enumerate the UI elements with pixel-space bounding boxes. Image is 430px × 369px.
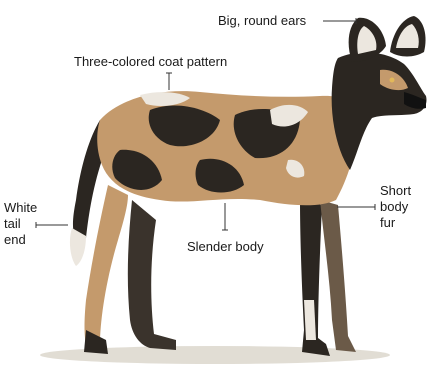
label-fur-line1: Short bbox=[380, 183, 411, 199]
front-legs bbox=[300, 200, 356, 356]
eye bbox=[390, 78, 395, 83]
leader-tail bbox=[36, 222, 68, 228]
label-tail-group: White tail end bbox=[4, 200, 37, 248]
label-tail-line1: White bbox=[4, 200, 37, 216]
label-fur-group: Short body fur bbox=[380, 183, 411, 231]
body bbox=[97, 91, 357, 205]
label-slender-body: Slender body bbox=[187, 239, 264, 255]
label-tail-line2: tail bbox=[4, 216, 37, 232]
label-coat-pattern: Three-colored coat pattern bbox=[74, 54, 227, 70]
label-ears: Big, round ears bbox=[218, 13, 306, 29]
label-fur-line3: fur bbox=[380, 215, 411, 231]
hind-legs bbox=[84, 185, 176, 354]
head bbox=[332, 52, 427, 170]
leader-ears bbox=[323, 18, 356, 24]
leader-coat bbox=[166, 73, 172, 90]
label-fur-line2: body bbox=[380, 199, 411, 215]
leader-fur bbox=[337, 204, 375, 210]
leader-body bbox=[222, 203, 228, 230]
label-tail-line3: end bbox=[4, 232, 37, 248]
ears bbox=[349, 16, 426, 62]
